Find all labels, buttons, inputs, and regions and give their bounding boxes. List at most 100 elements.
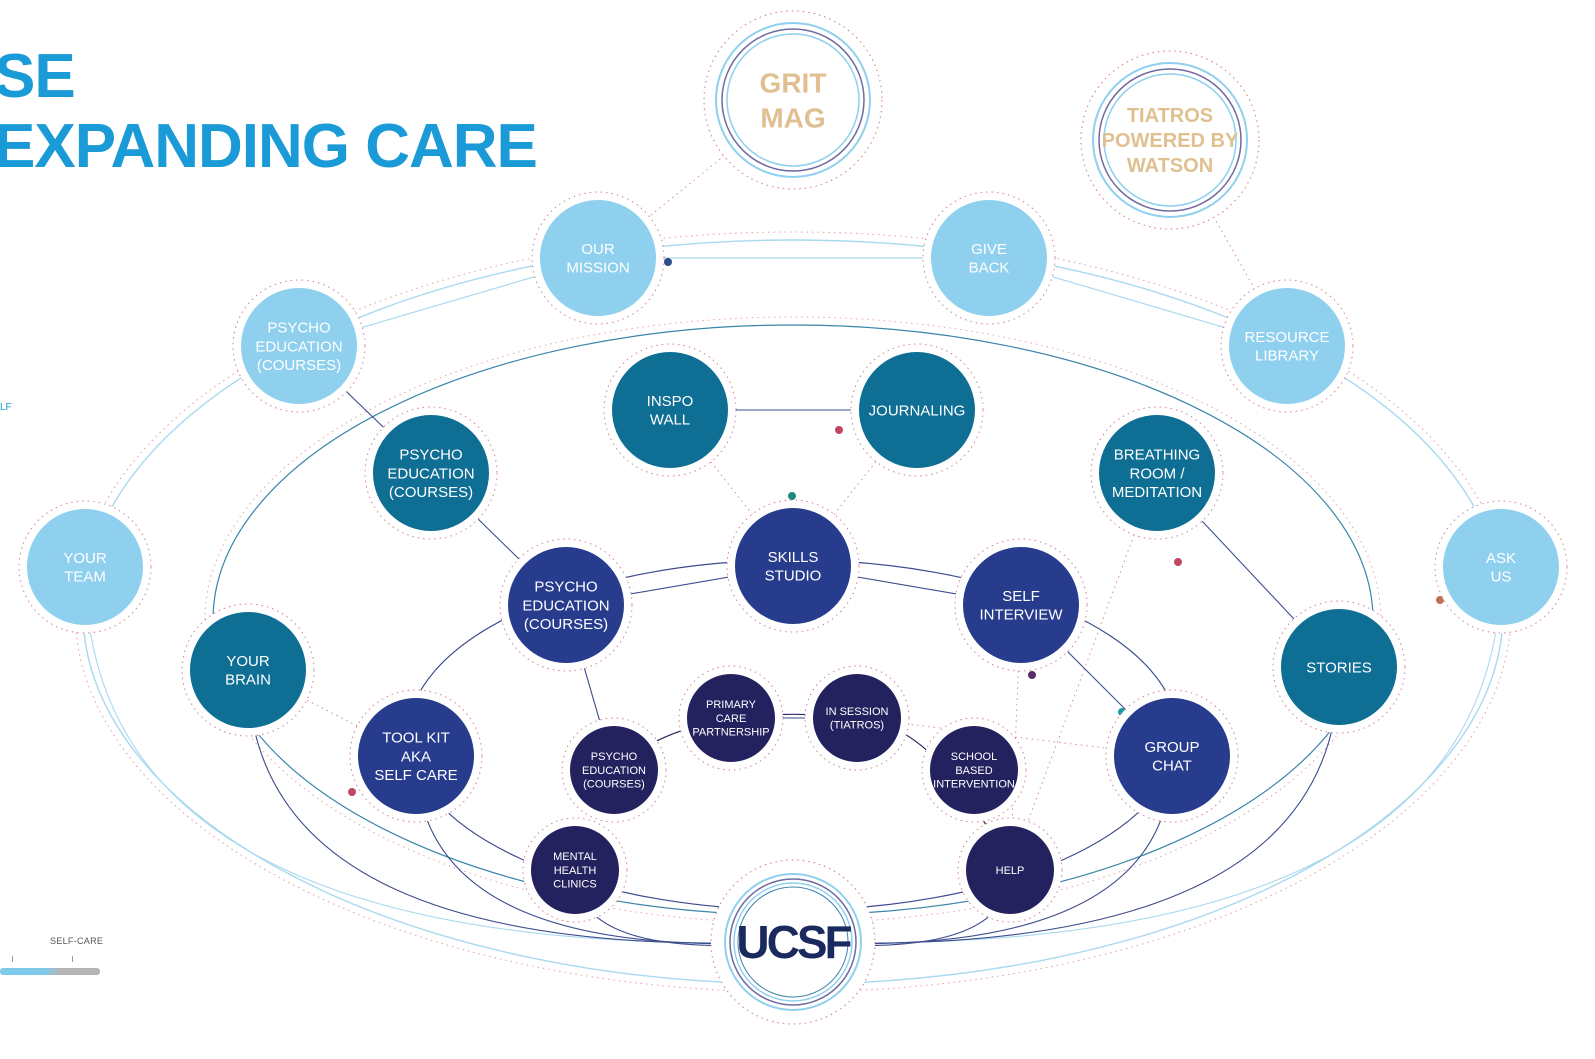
ucsf-hub: UCSF [710,859,876,1025]
node-circle [373,415,489,531]
spoke-line [792,566,1502,944]
node-circle [27,509,143,625]
node-label: GIVE [971,241,1007,258]
help-node: HELP [957,817,1063,923]
node-label: SELF CARE [374,767,457,784]
node-circle [687,674,775,762]
node-label: EDUCATION [255,338,342,355]
spoke-line [792,666,1340,944]
node-ring [726,33,860,167]
node-circle [358,698,474,814]
node-circle [1114,698,1230,814]
accent-dot [1028,671,1036,679]
node-label: CARE [716,713,747,725]
side-label-fragment: LF [0,402,12,413]
node-label: TOOL KIT [382,730,450,747]
node-label: WALL [650,412,690,429]
node-label: EDUCATION [582,765,646,777]
node-label: IN SESSION [826,706,889,718]
hub-ring [737,886,849,998]
node-circle [531,826,619,914]
node-circle [859,352,975,468]
node-label: (COURSES) [583,779,645,791]
node-circle [963,547,1079,663]
node-label: WATSON [1127,155,1213,177]
node-label: POWERED BY [1102,130,1239,152]
node-label: MENTAL [553,851,597,863]
node-label: INTERVIEW [979,607,1063,624]
journaling-node: JOURNALING [850,343,984,477]
node-circle [966,826,1054,914]
node-label: PSYCHO [399,447,462,464]
node-circle [241,288,357,404]
node-label: (COURSES) [524,616,608,633]
psycho-education-navy-node: PSYCHO EDUCATION (COURSES) [561,717,667,823]
school-based-node: SCHOOL BASED INTERVENTION [921,717,1027,823]
spoke-line [247,669,794,944]
node-label: GROUP [1144,739,1199,756]
node-label: STUDIO [765,568,822,585]
spoke-line [84,566,794,944]
accent-dot [788,492,796,500]
accent-dot [835,426,843,434]
node-circle [508,547,624,663]
node-label: TIATROS [1127,105,1213,127]
node-label: MAG [760,102,825,133]
node-label: LIBRARY [1255,348,1319,365]
accent-dot [664,258,672,266]
node-label: PSYCHO [591,751,638,763]
node-circle [1281,609,1397,725]
node-label: CLINICS [553,879,596,891]
node-label: ASK [1486,550,1516,567]
node-circle [930,726,1018,814]
node-label: OUR [581,241,615,258]
node-circle [931,200,1047,316]
node-label: HELP [996,865,1025,877]
node-label: PARTNERSHIP [692,727,769,739]
node-label: MISSION [566,260,629,277]
stories-node: STORIES [1272,600,1406,734]
node-label: BREATHING [1114,447,1200,464]
node-label: PSYCHO [267,320,330,337]
node-circle [1099,415,1215,531]
node-circle [813,674,901,762]
accent-dot [1436,596,1444,604]
node-circle [540,200,656,316]
node-circle [570,726,658,814]
dotted-link [1009,472,1158,871]
node-label: INTERVENTION [933,779,1015,791]
tiatros-watson-node: TIATROS POWERED BY WATSON [1080,50,1260,230]
node-label: (TIATROS) [830,720,884,732]
node-label: (COURSES) [257,357,341,374]
accent-dot [348,788,356,796]
node-label: ROOM / [1130,465,1186,482]
node-label: BASED [955,765,992,777]
node-label: SCHOOL [951,751,997,763]
node-label: CHAT [1152,758,1192,775]
node-circle [735,508,851,624]
node-label: BRAIN [225,672,271,689]
group-chat-node: GROUP CHAT [1105,689,1239,823]
node-label: US [1491,569,1512,586]
node-label: YOUR [226,653,270,670]
accent-dot [1174,558,1182,566]
node-label: RESOURCE [1244,329,1329,346]
legend-tick [12,956,13,962]
node-label: BACK [969,260,1010,277]
node-label: (COURSES) [389,484,473,501]
node-label: MEDITATION [1112,484,1202,501]
node-label: EDUCATION [522,597,609,614]
dotted-link [247,669,417,757]
page-title-line-2: EXPANDING CARE [0,112,538,181]
node-label: AKA [401,748,431,765]
